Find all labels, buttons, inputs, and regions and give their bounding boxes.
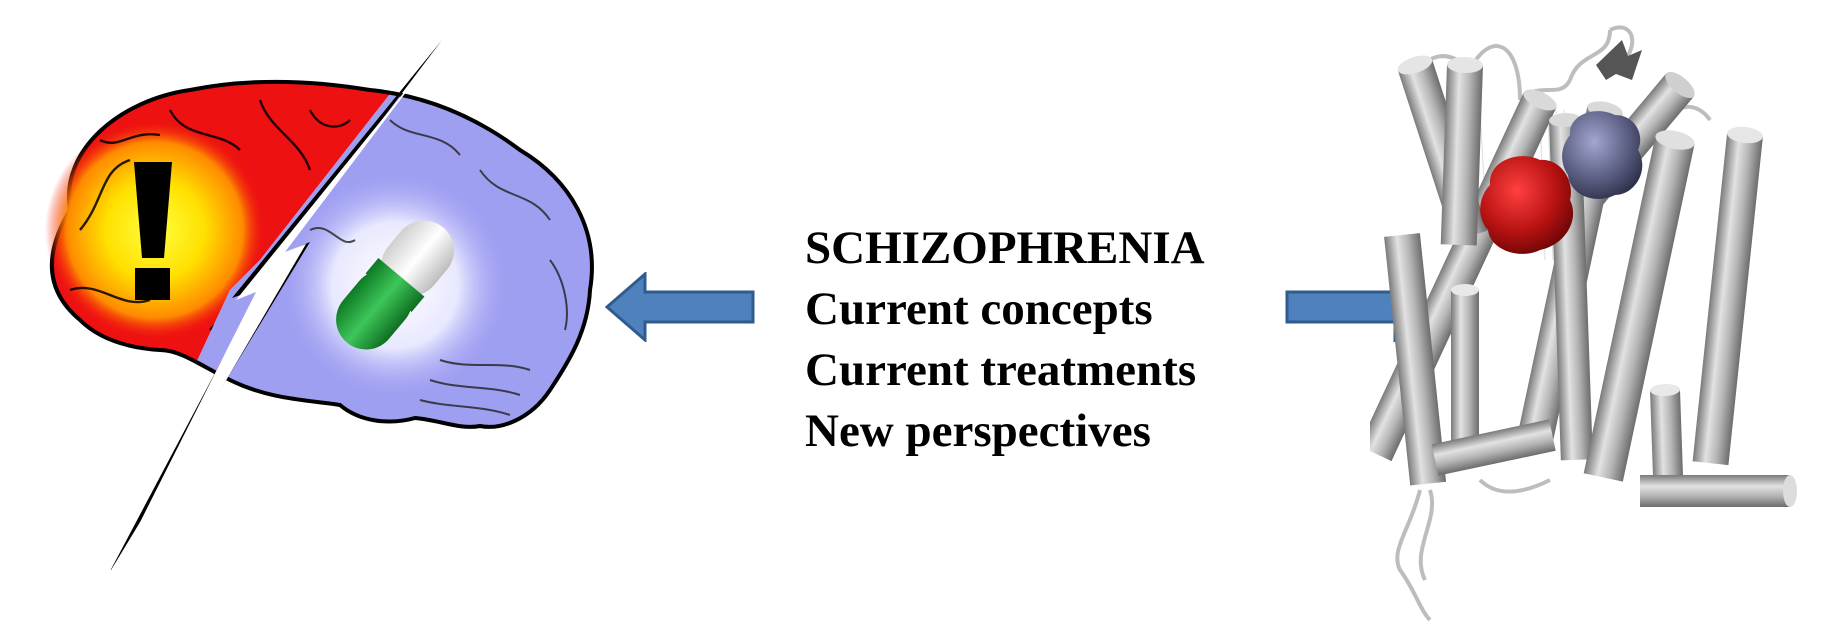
arrow-left-icon [605, 272, 755, 342]
title-block: SCHIZOPHRENIA Current concepts Current t… [805, 218, 1265, 462]
brain-right-half [100, 79, 594, 429]
horizontal-helix [1640, 475, 1790, 507]
beta-strand-arrow [1596, 40, 1642, 80]
exclamation-icon [134, 162, 172, 300]
brain-icon [45, 40, 594, 570]
ligand-red [1480, 156, 1574, 254]
ligand-blue [1562, 111, 1643, 199]
receptor-protein-icon [1370, 25, 1797, 622]
line-current-treatments: Current treatments [805, 344, 1197, 396]
diagram-title: SCHIZOPHRENIA [805, 222, 1205, 274]
pill-capsule-icon [336, 220, 454, 350]
line-new-perspectives: New perspectives [805, 405, 1151, 457]
line-current-concepts: Current concepts [805, 283, 1153, 335]
